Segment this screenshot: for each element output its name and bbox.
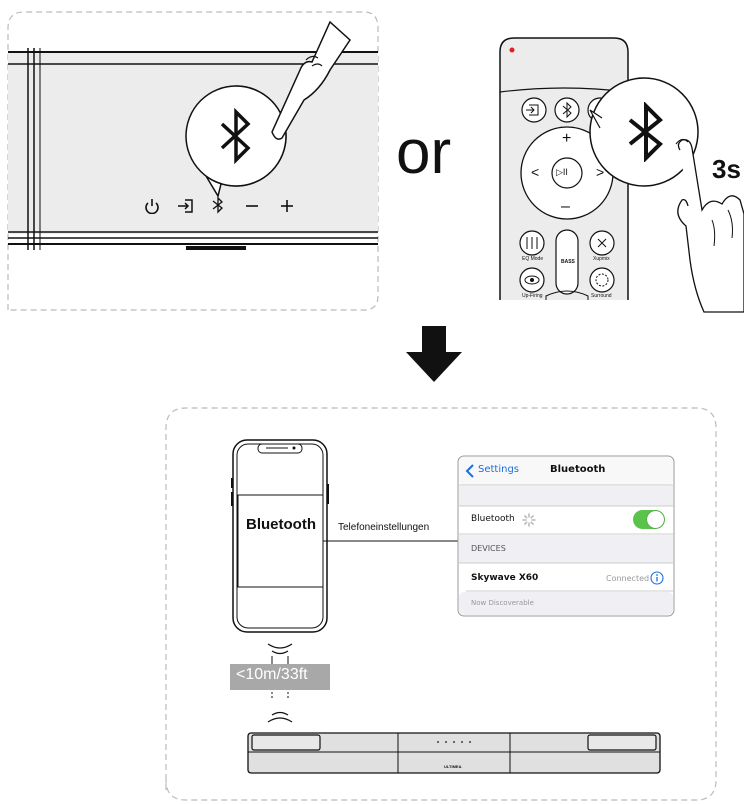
settings-back-link[interactable]: Settings <box>478 464 520 475</box>
minus-icon[interactable] <box>244 198 260 214</box>
play-pause-label[interactable]: ▷II <box>556 167 568 177</box>
or-label: or <box>396 118 452 187</box>
device-name[interactable]: Skywave X60 <box>471 573 539 583</box>
eq-mode-label: EQ Mode <box>522 256 544 262</box>
plus-icon[interactable] <box>279 198 295 214</box>
range-label: <10m/33ft <box>236 666 308 683</box>
upfiring-label: Up-Firing <box>522 293 543 299</box>
remote-right-label[interactable]: > <box>596 164 605 180</box>
bluetooth-small-icon[interactable] <box>211 196 225 214</box>
xupmix-label: Xupmix <box>593 256 610 262</box>
loading-spinner-icon <box>522 513 536 527</box>
soundbar-panel-illustration <box>0 0 400 320</box>
arrow-down-icon <box>406 326 462 382</box>
hold-time-label: 3s <box>712 154 741 184</box>
toggle-knob <box>647 511 664 528</box>
bluetooth-icon <box>220 108 251 164</box>
remote-illustration: + – < > ▷II EQ Mode BASS Xupmix Up-Firin… <box>490 0 744 320</box>
remote-minus-label[interactable]: – <box>561 198 570 215</box>
devices-header: DEVICES <box>471 544 506 553</box>
remote-plus-label[interactable]: + <box>562 130 572 147</box>
back-chevron-icon[interactable] <box>465 464 475 478</box>
phone-bluetooth-text: Bluetooth <box>246 516 316 533</box>
bluetooth-row-label: Bluetooth <box>471 514 515 524</box>
power-icon[interactable] <box>144 198 160 214</box>
device-status: Connected <box>606 574 650 583</box>
settings-title: Bluetooth <box>550 464 606 475</box>
pairing-panel: Bluetooth Telefoneinstellungen <10m/33ft… <box>0 400 744 804</box>
discoverable-text: Now Discoverable <box>471 599 534 607</box>
phone-settings-label: Telefoneinstellungen <box>338 522 430 533</box>
bluetooth-icon <box>628 102 663 162</box>
remote-left-label[interactable]: < <box>531 164 540 180</box>
bass-label: BASS <box>561 259 575 265</box>
soundbar-logo: ULTIMEA <box>444 764 462 769</box>
bluetooth-toggle[interactable] <box>633 510 665 529</box>
surround-label: Surround <box>591 293 612 299</box>
info-icon[interactable] <box>650 571 664 585</box>
input-icon[interactable] <box>177 198 195 214</box>
